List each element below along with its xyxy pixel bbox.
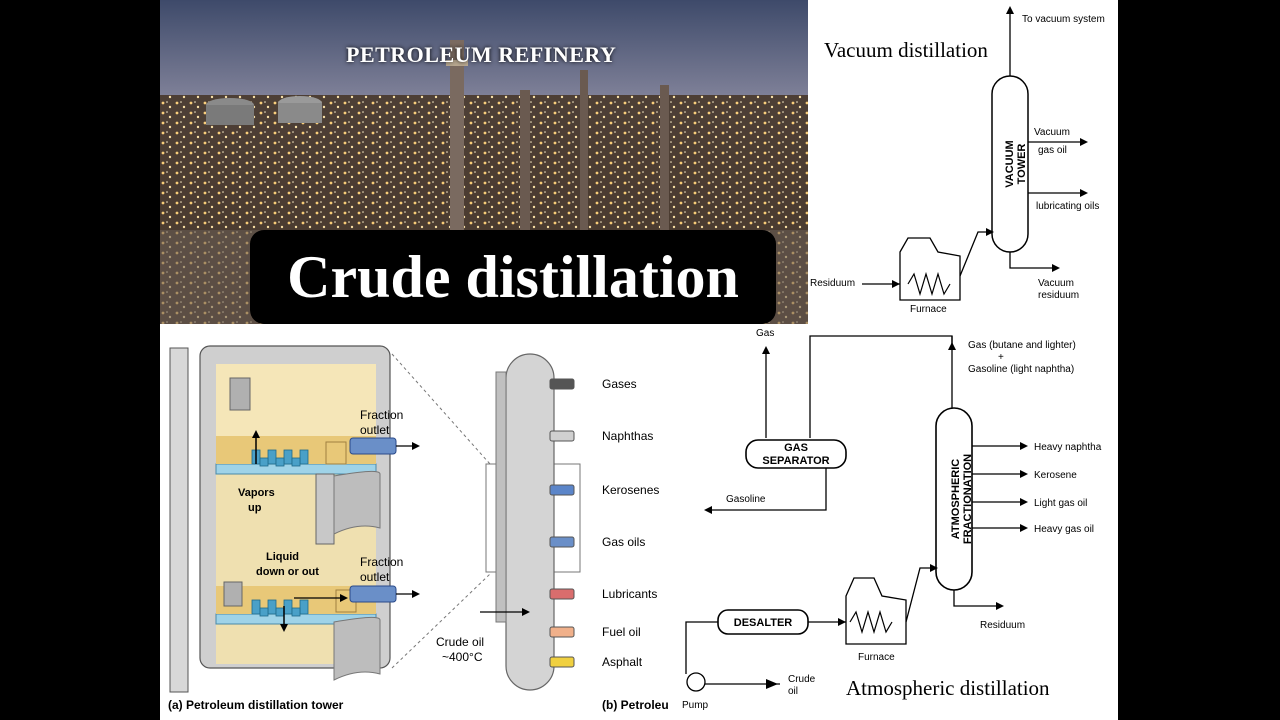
- fraction-pipe-3: [549, 536, 575, 548]
- gas-butane-label: Gas (butane and lighter): [968, 340, 1076, 351]
- product-arrow-2: [1020, 498, 1028, 506]
- desalter-label: DESALTER: [734, 617, 793, 629]
- atmospheric-section-label: Atmospheric distillation: [846, 676, 1050, 700]
- product-label-1: Kerosene: [1034, 470, 1077, 481]
- vapors-up-label-2: up: [248, 502, 262, 514]
- fraction-pipe-4: [549, 588, 575, 600]
- gas-separator-label-2: SEPARATOR: [762, 455, 829, 467]
- fraction-pipe-6: [549, 656, 575, 668]
- fraction-label-4: Lubricants: [602, 587, 657, 601]
- gas-butane-plus: +: [998, 352, 1004, 363]
- vacuum-gas-oil-label: Vacuum: [1034, 127, 1070, 138]
- fraction-pipe-2: [549, 484, 575, 496]
- vacuum-residuum-in-label: Residuum: [810, 278, 855, 289]
- gas-label: Gas: [756, 328, 774, 339]
- caption-b: (b) Petroleu: [602, 698, 669, 712]
- gas-separator-label: GAS: [784, 442, 808, 454]
- fraction-pipe-0: [549, 378, 575, 390]
- atm-furnace-label: Furnace: [858, 652, 895, 663]
- product-arrow-0: [1020, 442, 1028, 450]
- product-label-2: Light gas oil: [1034, 498, 1087, 509]
- vacuum-residuum-label-2: residuum: [1038, 290, 1079, 301]
- vacuum-residuum-label: Vacuum: [1038, 278, 1074, 289]
- fraction-label-6: Asphalt: [602, 655, 643, 669]
- main-title: Crude distillation: [250, 230, 776, 324]
- atm-furnace: [845, 577, 907, 645]
- fraction-outlet-label-top: Fraction: [360, 408, 403, 422]
- vapors-up-label: Vapors: [238, 487, 275, 499]
- fraction-outlet-label-top-2: outlet: [360, 423, 390, 437]
- lubricating-oils-label: lubricating oils: [1036, 201, 1099, 212]
- caption-a: (a) Petroleum distillation tower: [168, 698, 344, 712]
- fraction-outlet-label-bottom-2: outlet: [360, 570, 390, 584]
- pump-label: Pump: [682, 700, 709, 711]
- atm-residuum-label: Residuum: [980, 620, 1025, 631]
- product-label-3: Heavy gas oil: [1034, 524, 1094, 535]
- to-vacuum-system-label: To vacuum system: [1022, 14, 1105, 25]
- fraction-pipe-5: [549, 626, 575, 638]
- pump-icon: [686, 672, 706, 692]
- fraction-pipe-1: [549, 430, 575, 442]
- crude-oil-label: Crude: [788, 674, 816, 685]
- liquid-label-2: down or out: [256, 566, 319, 578]
- fraction-outlet-label-bottom: Fraction: [360, 555, 403, 569]
- vacuum-section-label: Vacuum distillation: [824, 38, 988, 62]
- fraction-label-2: Kerosenes: [602, 483, 659, 497]
- fraction-label-5: Fuel oil: [602, 625, 641, 639]
- fraction-label-0: Gases: [602, 377, 637, 391]
- gas-butane-gasoline: Gasoline (light naphtha): [968, 364, 1074, 375]
- slide: PETROLEUM REFINERY Crude distillation Va…: [160, 0, 1118, 720]
- atmospheric-tower-label-2: FRACTIONATION: [962, 454, 974, 544]
- fraction-label-3: Gas oils: [602, 535, 645, 549]
- tower-illustration: Fraction outlet Fraction outlet Vapors u…: [169, 345, 659, 693]
- vacuum-tower-label-2: TOWER: [1016, 144, 1028, 185]
- atmospheric-diagram: Gas Gas (butane and lighter) + Gasoline …: [682, 328, 1102, 711]
- product-arrow-3: [1020, 524, 1028, 532]
- gas-separator: [745, 439, 847, 469]
- crude-oil-in-label: Crude oil: [436, 635, 484, 649]
- product-label-0: Heavy naphtha: [1034, 442, 1102, 453]
- product-arrow-1: [1020, 470, 1028, 478]
- crude-oil-label-2: oil: [788, 686, 798, 697]
- atmospheric-tower-label: ATMOSPHERIC: [950, 459, 962, 540]
- vacuum-gas-oil-label-2: gas oil: [1038, 145, 1067, 156]
- photo-title: PETROLEUM REFINERY: [346, 42, 617, 67]
- vacuum-furnace-label: Furnace: [910, 304, 947, 315]
- vacuum-furnace: [899, 237, 961, 301]
- fraction-label-1: Naphthas: [602, 429, 653, 443]
- liquid-label: Liquid: [266, 551, 299, 563]
- vacuum-tower-label: VACUUM: [1004, 140, 1016, 187]
- vacuum-diagram: VACUUM TOWER To vacuum system Vacuum gas…: [810, 6, 1105, 315]
- gasoline-label: Gasoline: [726, 494, 766, 505]
- crude-oil-in-temp-label: ~400°C: [442, 650, 483, 664]
